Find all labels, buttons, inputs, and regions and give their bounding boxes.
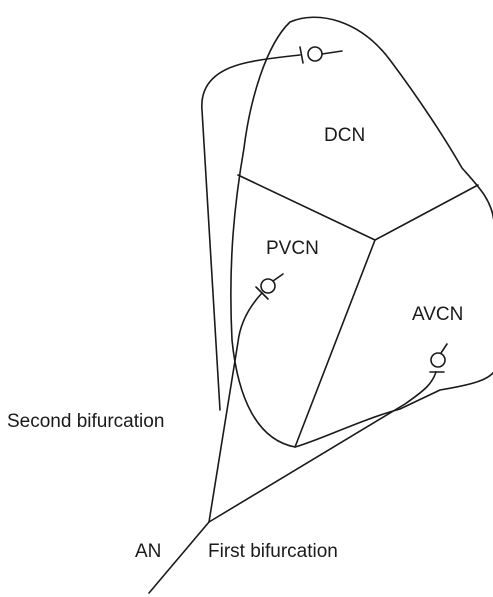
- dcn-synapse-terminal: [299, 46, 343, 64]
- label-second-bifurcation: Second bifurcation: [7, 411, 164, 432]
- nucleus-outline: [230, 16, 493, 448]
- label-pvcn: PVCN: [266, 238, 319, 259]
- auditory-nerve-fiber: [148, 521, 210, 594]
- pvcn-avcn-boundary: [294, 239, 376, 448]
- label-first-bifurcation: First bifurcation: [208, 541, 338, 562]
- label-avcn: AVCN: [412, 304, 463, 325]
- avcn-synapse-terminal: [429, 343, 448, 373]
- label-an: AN: [135, 541, 161, 562]
- avcn-branch: [208, 371, 437, 523]
- dcn-avcn-boundary: [374, 184, 479, 241]
- dcn-pvcn-boundary: [237, 174, 376, 241]
- dcn-branch: [201, 54, 301, 411]
- pvcn-synapse-terminal: [255, 273, 284, 300]
- pvcn-branch: [208, 292, 263, 523]
- label-dcn: DCN: [324, 125, 365, 146]
